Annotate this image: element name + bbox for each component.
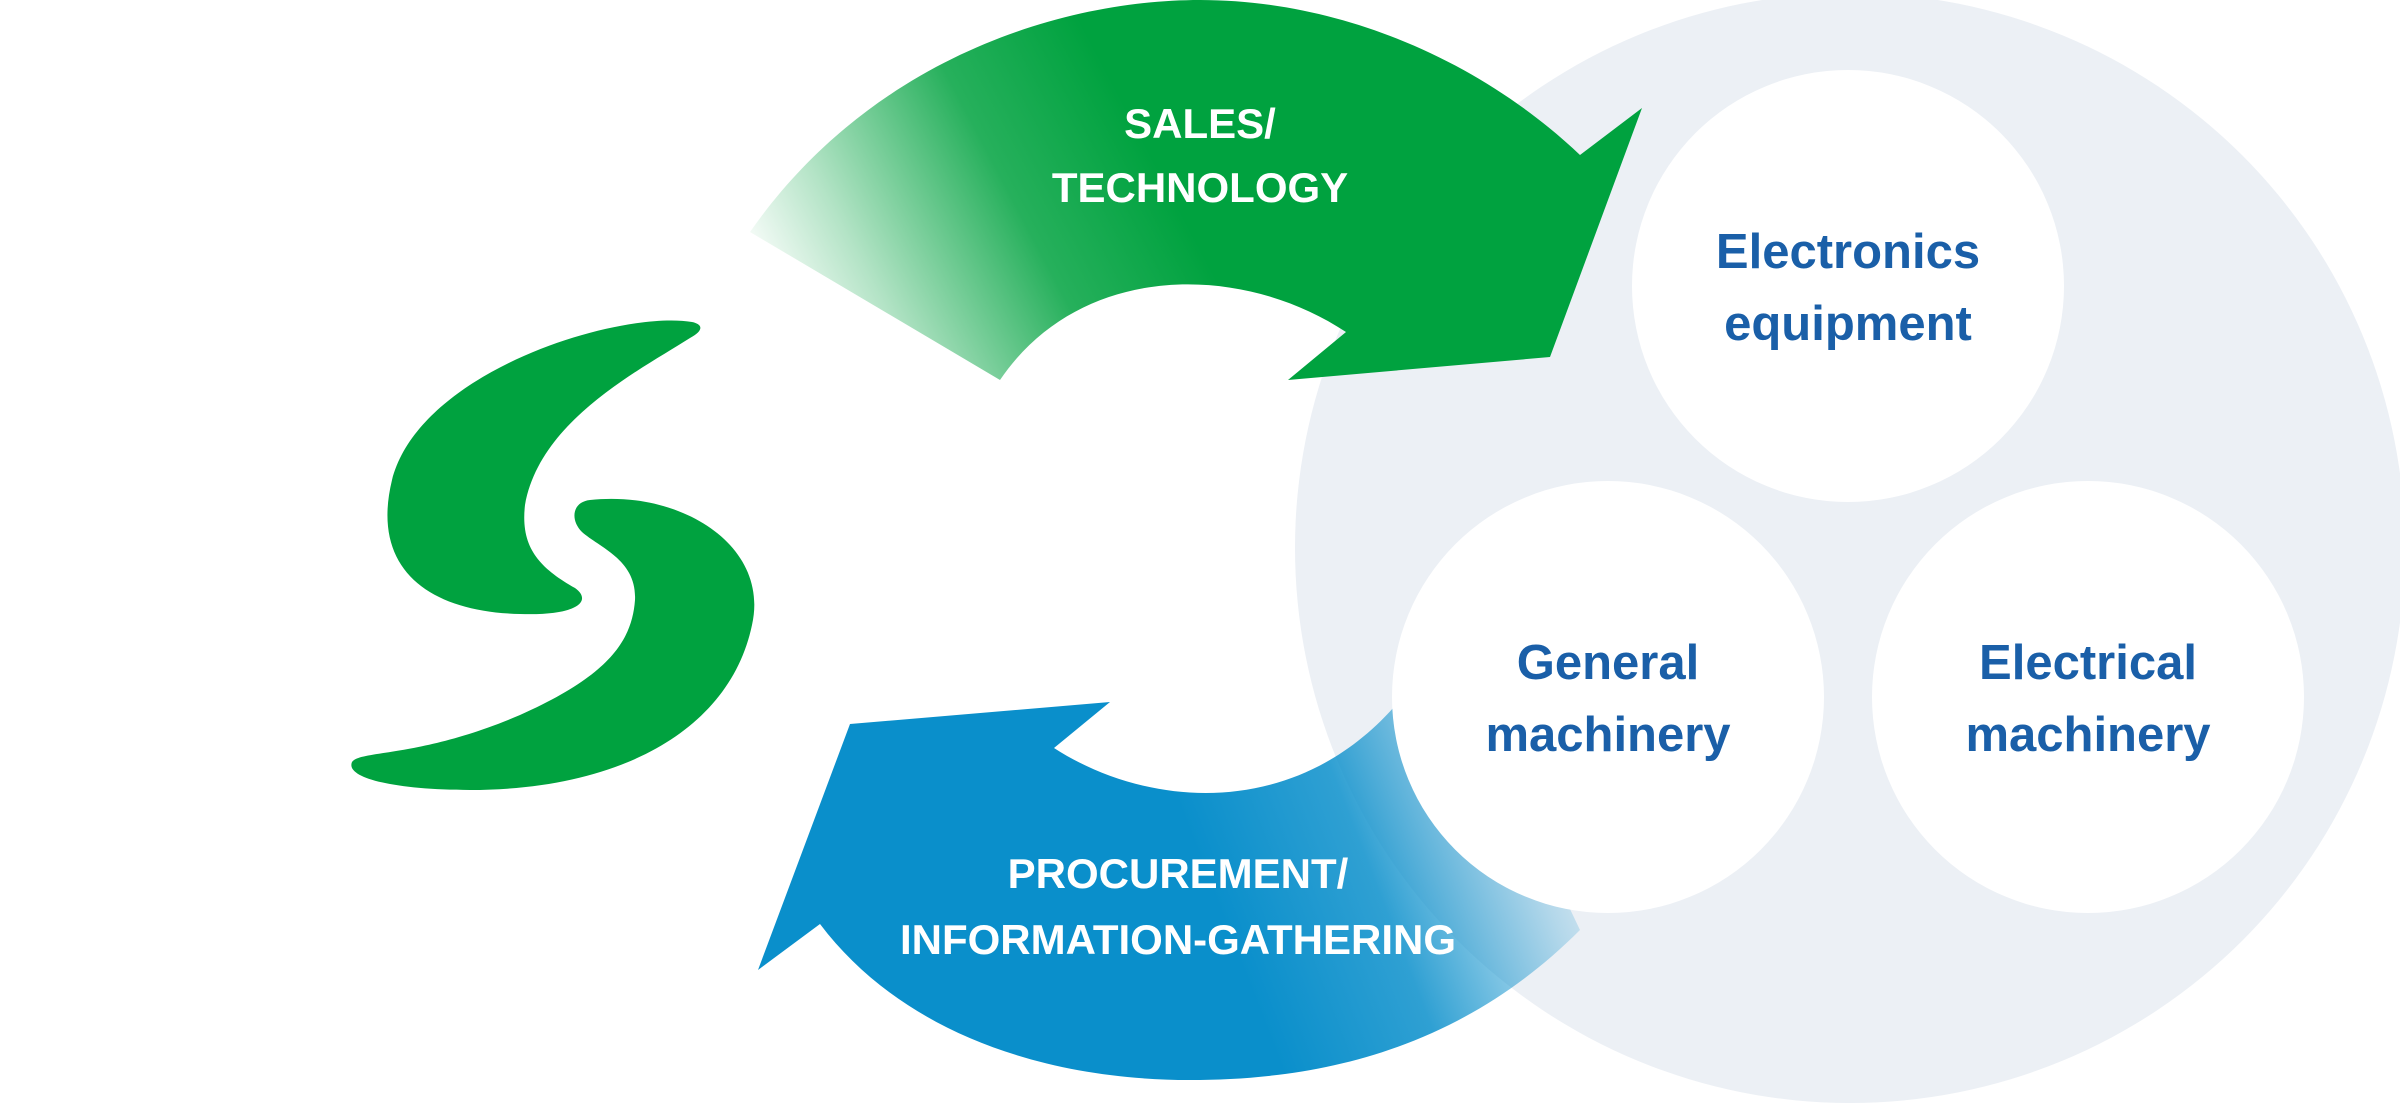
electronics-label-line1: Electronics — [1716, 225, 1980, 279]
sector-circle-electrical-machinery — [1872, 481, 2304, 913]
sales-label-line1: SALES/ — [1124, 100, 1276, 147]
electrical-machinery-label-line1: Electrical — [1979, 636, 2197, 690]
procurement-label-line2: INFORMATION-GATHERING — [900, 916, 1456, 963]
sector-circle-general-machinery — [1392, 481, 1824, 913]
general-machinery-label-line2: machinery — [1485, 708, 1730, 762]
general-machinery-label-line1: General — [1517, 636, 1699, 690]
electronics-label-line2: equipment — [1724, 297, 1972, 351]
sales-technology-arrow — [750, 0, 1642, 380]
sector-circle-electronics — [1632, 70, 2064, 502]
electrical-machinery-label-line2: machinery — [1965, 708, 2210, 762]
sales-label-line2: TECHNOLOGY — [1052, 164, 1348, 211]
s-swirl-logo-icon — [351, 320, 755, 790]
procurement-label-line1: PROCUREMENT/ — [1008, 850, 1349, 897]
procurement-info-arrow — [758, 700, 1580, 1080]
